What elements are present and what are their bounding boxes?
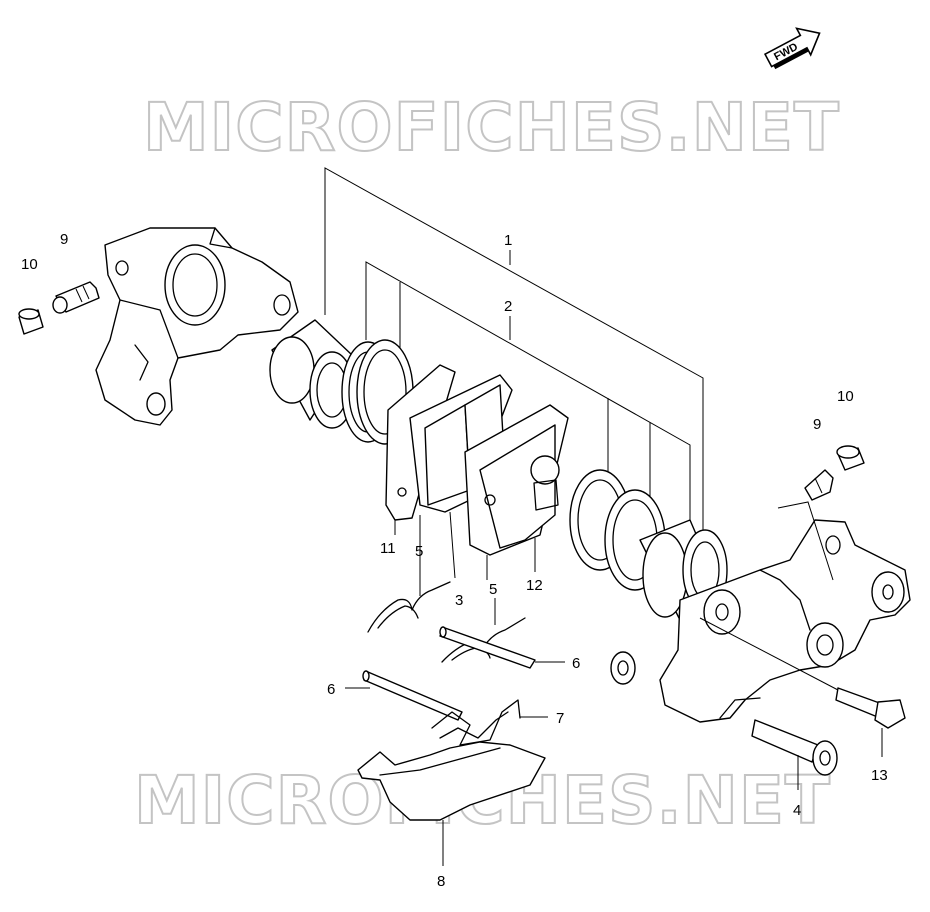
bleeder-screw-right [777,469,834,581]
brake-pad-right [464,404,569,580]
pad-spring-upper [367,560,451,633]
washer [610,651,636,685]
brake-pad-left [409,374,513,579]
assembly-bracket-1 [324,167,704,540]
piston-left [269,319,355,429]
callout-5-lower: 5 [489,581,497,598]
caliper-bolt-13 [699,617,906,757]
callout-5-upper: 5 [415,543,423,560]
callout-1: 1 [504,232,512,249]
caliper-half-left [95,227,299,426]
callout-4: 4 [793,802,801,819]
pad-cover [357,741,546,866]
callout-9-left: 9 [60,231,68,248]
callout-10-left: 10 [21,256,38,273]
callout-3: 3 [455,592,463,609]
fwd-arrow-icon: FWD [763,27,821,70]
piston-right [639,519,728,621]
pad-pin-upper [439,626,565,669]
callout-8: 8 [437,873,445,890]
watermark-top: MICROFICHES.NET [143,89,840,166]
callout-12: 12 [526,577,543,594]
bleeder-screw-left [52,281,100,314]
callout-9-right: 9 [813,416,821,433]
callout-7: 7 [556,710,564,727]
callout-13: 13 [871,767,888,784]
callout-11: 11 [380,540,396,557]
caliper-bolt-4 [751,719,838,790]
bleeder-cap-left [18,308,44,335]
callout-2: 2 [504,298,512,315]
caliper-half-right [659,519,911,723]
callout-6-left: 6 [327,681,335,698]
assembly-bracket-2 [365,261,691,530]
callout-10-right: 10 [837,388,854,405]
bleeder-cap-right [836,445,865,471]
pad-pin-lower [345,670,463,721]
callout-6-right: 6 [572,655,580,672]
